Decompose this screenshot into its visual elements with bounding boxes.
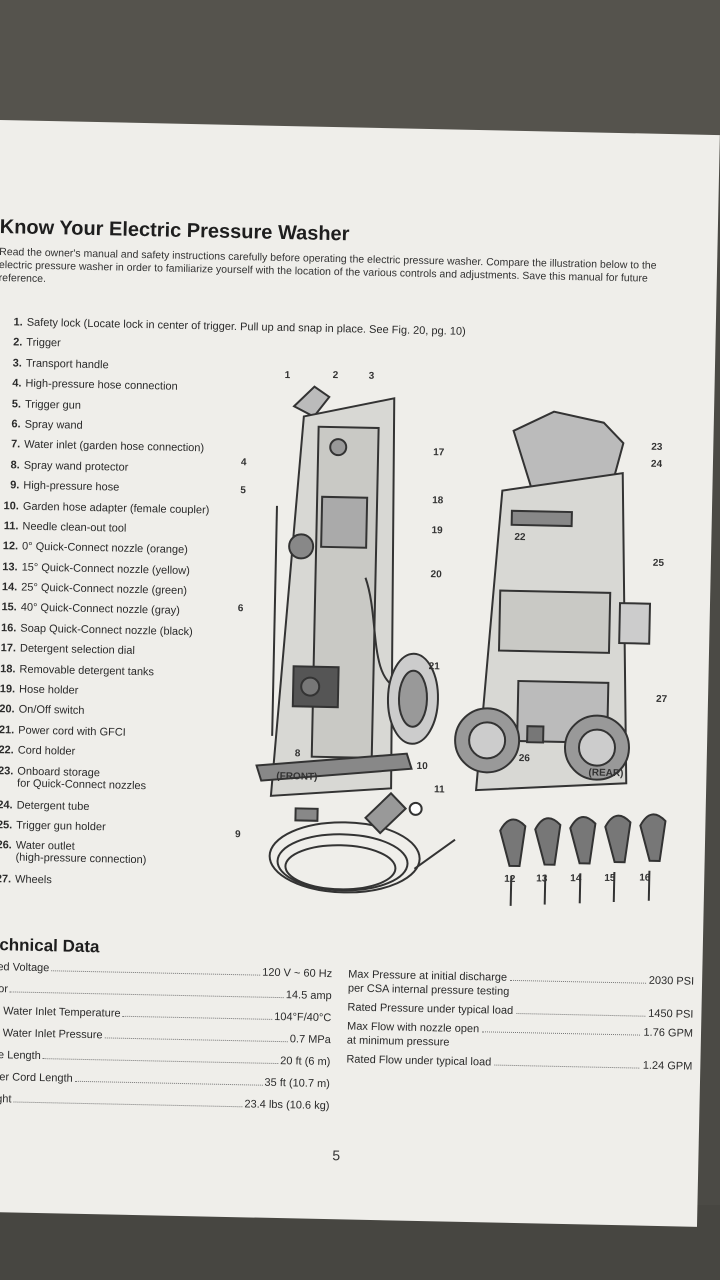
page-title: Know Your Electric Pressure Washer (0, 216, 350, 246)
callout-10: 10 (416, 760, 428, 773)
callout-23: 23 (651, 441, 663, 453)
callout-21: 21 (428, 661, 440, 673)
callout-20: 20 (430, 569, 442, 581)
intro-paragraph: Read the owner's manual and safety instr… (0, 246, 657, 285)
callout-26: 26 (518, 753, 530, 765)
front-view-drawing (255, 385, 439, 797)
callout-6: 6 (237, 603, 244, 615)
callout-2: 2 (332, 370, 339, 382)
callout-3: 3 (368, 370, 375, 382)
pressure-washer-illustration (255, 385, 667, 906)
callout-12: 12 (504, 873, 516, 885)
callout-22: 22 (514, 531, 526, 544)
callout-25: 25 (652, 557, 665, 570)
callout-17: 17 (433, 447, 445, 459)
rear-view-drawing (454, 410, 652, 792)
callout-19: 19 (431, 525, 443, 537)
front-caption: (FRONT) (276, 770, 318, 783)
technical-data-title: Technical Data (0, 934, 100, 957)
callout-1: 1 (284, 370, 291, 382)
callout-16: 16 (639, 872, 651, 884)
callout-18: 18 (432, 495, 444, 507)
callout-24: 24 (650, 458, 663, 470)
callout-27: 27 (655, 693, 668, 706)
callout-5: 5 (240, 485, 246, 497)
manual-page: Know Your Electric Pressure Washer Read … (0, 120, 720, 1227)
page-number: 5 (332, 1147, 341, 1164)
callout-9: 9 (234, 829, 241, 841)
callout-13: 13 (536, 873, 548, 885)
callout-11: 11 (433, 784, 445, 796)
rear-caption: (REAR) (588, 767, 624, 780)
callout-4: 4 (240, 457, 247, 469)
accessories-drawing (268, 791, 667, 906)
callout-14: 14 (570, 873, 582, 885)
callout-15: 15 (604, 872, 616, 885)
callout-8: 8 (294, 748, 301, 760)
